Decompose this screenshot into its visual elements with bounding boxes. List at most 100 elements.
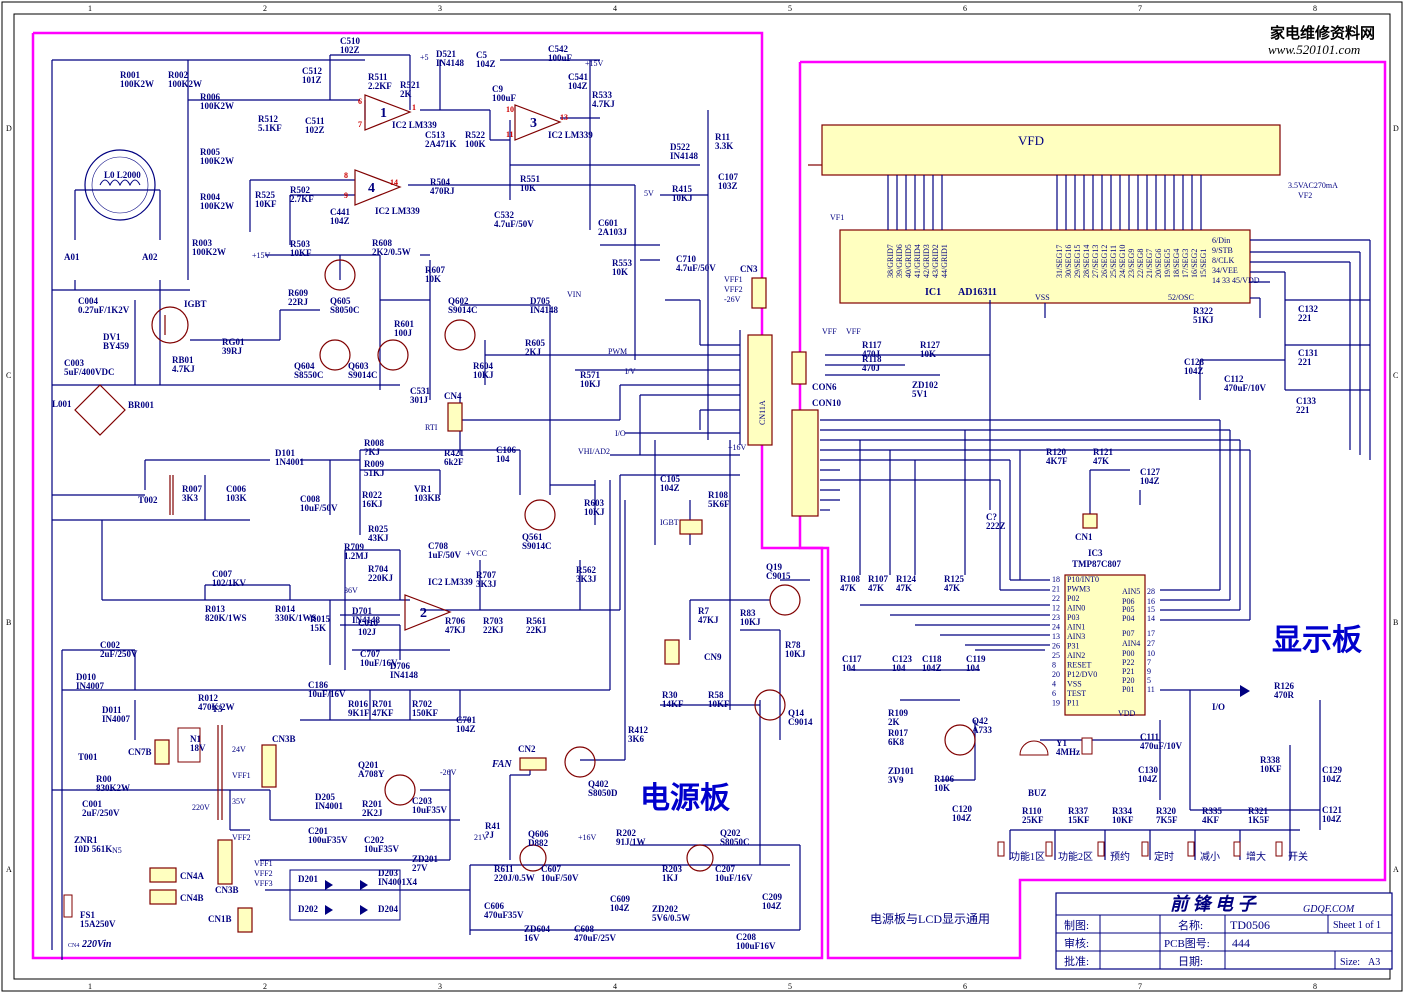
led-label: I/O [1212, 702, 1225, 712]
power-board-title: 电源板 [640, 782, 730, 815]
ic3-pin-name: P12/DV0 [1067, 670, 1097, 679]
ic1-seg-pin: 17/SEG3 [1181, 249, 1190, 278]
component-ref: R126 [1274, 681, 1294, 691]
component-value: A708Y [358, 769, 385, 779]
key-switch [1141, 841, 1149, 857]
component-value: 10KJ [785, 649, 806, 659]
component-ref: R511 [368, 72, 388, 82]
component-value: 2.2KF [368, 81, 392, 91]
svg-text:4: 4 [368, 181, 375, 196]
component-ref: C004 [78, 296, 98, 306]
component-value: 4KF [1202, 815, 1220, 825]
ic3-pin-name: AIN5 [1122, 587, 1140, 596]
component-ref: R001 [120, 70, 140, 80]
component-ref: R006 [200, 92, 220, 102]
component-ref: D011 [102, 705, 122, 715]
component-ref: C207 [715, 864, 735, 874]
component-value: 6k2F [444, 457, 464, 467]
component-ref: C003 [64, 358, 84, 368]
component-value: 104Z [1322, 774, 1342, 784]
component-ref: R562 [576, 565, 596, 575]
component-ref: D101 [275, 448, 295, 458]
ic3-pin-name: P02 [1067, 594, 1079, 603]
component-value: 100uF35V [308, 835, 348, 845]
svg-text:+16V: +16V [578, 833, 597, 842]
component-ref: R83 [740, 608, 756, 618]
component-value: 10KJ [740, 617, 761, 627]
component-value: 830K2W [96, 783, 130, 793]
component-value: S9014C [348, 370, 378, 380]
component-ref: R604 [473, 361, 493, 371]
ic3-pin-number: 4 [1052, 680, 1056, 689]
bridge-label: BR001 [128, 400, 155, 410]
buzzer-label: BUZ [1028, 788, 1047, 798]
component-ref: C608 [574, 924, 594, 934]
component-value: 22KJ [483, 625, 504, 635]
component-value: 47KJ [445, 625, 466, 635]
ic3-pin-name: P00 [1122, 649, 1134, 658]
cn1-label: CN1 [1075, 532, 1093, 542]
component-value: 27V [412, 863, 428, 873]
ic1-seg-pin: 19/SEG5 [1163, 249, 1172, 278]
ic3-pin-number: 9 [1147, 667, 1151, 676]
component-ref: Q606 [528, 829, 549, 839]
component-value: 47K [840, 583, 856, 593]
component-value: 5V1 [912, 389, 928, 399]
ic1-seg-pin: 31/SEG17 [1055, 245, 1064, 278]
ic1-control-pin: 6/Din [1212, 236, 1230, 245]
component-value: 2uF/250V [100, 649, 138, 659]
component-ref: FS1 [80, 910, 96, 920]
vfd-display: VFD 3.5VAC270mA [808, 124, 1338, 190]
component-value: 10KJ [580, 379, 601, 389]
component-value: 3K6 [628, 734, 645, 744]
component-ref: C008 [300, 494, 320, 504]
svg-text:36V: 36V [344, 586, 358, 595]
connector-label: CN4A [180, 871, 204, 881]
ic1-part: AD16311 [958, 287, 997, 298]
component-ref: R120 [1046, 447, 1066, 457]
component-ref: R007 [182, 484, 202, 494]
component-value: 10D 561K [74, 844, 112, 854]
component-value: 102J [358, 627, 377, 637]
component-ref: C707 [360, 649, 380, 659]
coil-label: L0 L2000 [104, 170, 141, 180]
component-value: 1K5F [1248, 815, 1270, 825]
border-column-labels: 1 2 3 4 5 6 7 8 1 2 3 4 5 6 7 8 [88, 4, 1317, 991]
ic3-pin-number: 16 [1147, 597, 1155, 606]
ic3-pin-number: 7 [1147, 658, 1151, 667]
ic1-seg-pin: 26/SEG12 [1100, 245, 1109, 278]
component-ref: C111 [1140, 732, 1160, 742]
key-switch [1275, 841, 1283, 857]
watermark-title: 家电维修资料网 [1270, 24, 1375, 42]
row-label: B [6, 618, 11, 627]
svg-text:1: 1 [412, 103, 416, 112]
component-ref: R522 [465, 130, 485, 140]
component-ref: D705 [530, 296, 550, 306]
transformer-n1 [177, 727, 201, 763]
component-ref: D701 [352, 606, 372, 616]
component-value: 470uF/10V [1224, 383, 1267, 393]
component-ref: R337 [1068, 806, 1088, 816]
ic1-seg-pin: 16/SEG2 [1190, 249, 1199, 278]
component-ref: D706 [390, 661, 410, 671]
input-voltage-label: 220Vin [81, 939, 112, 950]
igbt-transistor: IGBT [151, 299, 207, 344]
component-value: 7K5F [1156, 815, 1178, 825]
col-label: 3 [438, 4, 442, 13]
col-label: 6 [963, 4, 967, 13]
component-value: 10KF [1260, 764, 1282, 774]
component-value: 10KF [1112, 815, 1134, 825]
transistor-q42 [944, 724, 976, 756]
component-value: 221 [1296, 405, 1310, 415]
component-value: 47K [896, 583, 912, 593]
led-io: I/O [1212, 685, 1250, 712]
vfd-supply: 3.5VAC270mA [1288, 181, 1338, 190]
svg-text:VFF1: VFF1 [724, 275, 743, 284]
component-value: 10K [920, 349, 936, 359]
component-ref: C710 [676, 254, 696, 264]
component-ref: RG01 [222, 337, 245, 347]
component-value: 47KF [372, 708, 394, 718]
component-ref: R41 [485, 821, 501, 831]
component-value: 2K [400, 89, 412, 99]
component-ref: R201 [362, 799, 382, 809]
